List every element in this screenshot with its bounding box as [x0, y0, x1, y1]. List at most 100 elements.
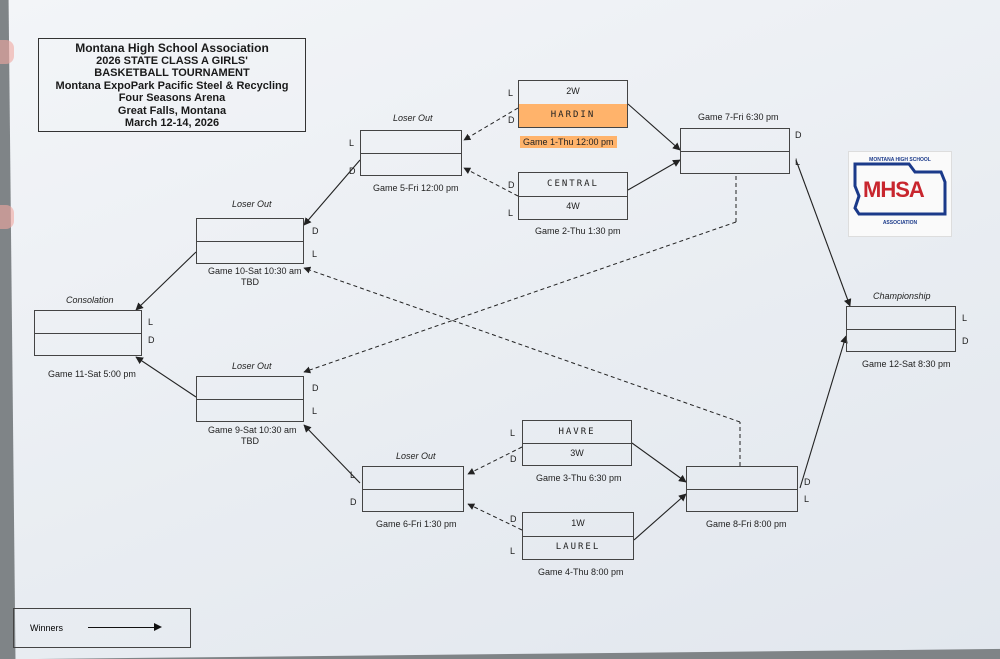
game1-slot-top: 2W — [519, 81, 627, 105]
legend-label: Winners — [30, 623, 64, 633]
game7-box — [680, 128, 790, 174]
game9-slot-bottom — [197, 399, 303, 421]
game10-slot-top — [197, 219, 303, 242]
game4-side-top: D — [510, 514, 517, 524]
game5-slot-top — [361, 131, 461, 154]
winners-legend: Winners — [13, 608, 191, 648]
game3-side-bottom: D — [510, 454, 517, 464]
game10-caption: Game 10-Sat 10:30 am — [208, 266, 302, 276]
winner-arrow-g6 — [303, 424, 361, 484]
game6-side-bottom: D — [350, 497, 357, 507]
binder-tab — [0, 205, 14, 229]
game7-slot-top — [681, 129, 789, 152]
game10-side-bottom: L — [312, 249, 318, 259]
game3-slot-top: HAVRE — [523, 421, 631, 444]
game11-box — [34, 310, 142, 356]
game11-side-bottom: D — [148, 335, 155, 345]
winner-arrow-g8 — [799, 335, 848, 489]
game7-side-top: D — [795, 130, 802, 140]
game6-caption: Game 6-Fri 1:30 pm — [376, 519, 457, 529]
game12-side-bottom: D — [962, 336, 969, 346]
loser-arrow-g1 — [463, 107, 519, 141]
game2-side-bottom: L — [508, 208, 514, 218]
game9-caption: Game 9-Sat 10:30 am — [208, 425, 297, 435]
game1-box: 2W HARDIN — [518, 80, 628, 128]
game4-slot-top: 1W — [523, 513, 633, 537]
game2-caption: Game 2-Thu 1:30 pm — [535, 226, 621, 236]
game5-side-top: L — [349, 138, 355, 148]
game5-title: Loser Out — [393, 113, 433, 123]
game8-side-top: D — [804, 477, 811, 487]
winner-arrow-g4 — [633, 493, 687, 541]
game8-slot-top — [687, 467, 797, 490]
binder-tab — [0, 40, 14, 64]
tournament-title-block: Montana High School Association 2026 STA… — [38, 38, 306, 132]
game6-slot-top — [363, 467, 463, 490]
game6-box — [362, 466, 464, 512]
game8-slot-bottom — [687, 489, 797, 511]
loser-arrow-g4 — [467, 503, 523, 531]
game10-slot-bottom — [197, 241, 303, 263]
game8-side-bottom: L — [804, 494, 810, 504]
game3-box: HAVRE 3W — [522, 420, 632, 466]
game9-title: Loser Out — [232, 361, 272, 371]
game11-title: Consolation — [66, 295, 114, 305]
game1-slot-bottom: HARDIN — [519, 104, 627, 127]
game5-slot-bottom — [361, 153, 461, 175]
game6-slot-bottom — [363, 489, 463, 511]
game7-side-bottom: L — [795, 157, 801, 167]
game12-title: Championship — [873, 291, 931, 301]
game11-side-top: L — [148, 317, 154, 327]
loser-arrow-g7 — [303, 221, 737, 374]
game12-caption: Game 12-Sat 8:30 pm — [862, 359, 951, 369]
winner-arrow-g1 — [627, 103, 681, 151]
logo-bottom-text: ASSOCIATION — [882, 220, 918, 226]
game3-caption: Game 3-Thu 6:30 pm — [536, 473, 622, 483]
game1-caption: Game 1-Thu 12:00 pm — [520, 136, 617, 148]
title-line: March 12-14, 2026 — [124, 117, 220, 129]
title-line: Montana High School Association — [75, 41, 269, 55]
game11-caption: Game 11-Sat 5:00 pm — [48, 369, 136, 379]
title-line: BASKETBALL TOURNAMENT — [94, 67, 250, 79]
game9-side-bottom: L — [312, 406, 318, 416]
game10-title: Loser Out — [232, 199, 272, 209]
game10-box — [196, 218, 304, 264]
game11-slot-bottom — [35, 333, 141, 355]
game8-box — [686, 466, 798, 512]
game10-side-top: D — [312, 226, 319, 236]
game1-side-bottom: D — [508, 115, 515, 125]
title-line: 2026 STATE CLASS A GIRLS' — [96, 54, 248, 67]
bracket-connectors — [135, 103, 852, 541]
title-line: Four Seasons Arena — [118, 92, 226, 104]
game9-sub: TBD — [241, 436, 259, 446]
game9-slot-top — [197, 377, 303, 400]
arrow-right-icon — [154, 623, 162, 631]
loser-arrow-g2 — [463, 167, 519, 197]
game9-box — [196, 376, 304, 422]
game2-slot-top: CENTRAL — [519, 173, 627, 197]
game4-slot-bottom: LAUREL — [555, 542, 601, 552]
winner-arrow-g9 — [135, 356, 197, 398]
game7-caption: Game 7-Fri 6:30 pm — [698, 112, 779, 122]
game2-slot-bottom: 4W — [566, 201, 580, 211]
game8-caption: Game 8-Fri 8:00 pm — [706, 519, 787, 529]
game3-side-top: L — [510, 428, 516, 438]
game12-box — [846, 306, 956, 352]
loser-arrow-g8 — [303, 266, 741, 423]
winner-arrow-g2 — [627, 159, 681, 191]
winner-arrow-g5 — [303, 159, 361, 226]
game1-side-top: L — [508, 88, 514, 98]
game2-box: CENTRAL 4W — [518, 172, 628, 220]
winner-arrow-g3 — [631, 442, 687, 483]
loser-arrow-g3 — [467, 446, 523, 475]
game4-caption: Game 4-Thu 8:00 pm — [538, 567, 624, 577]
game5-side-bottom: D — [349, 166, 356, 176]
game9-side-top: D — [312, 383, 319, 393]
game5-box — [360, 130, 462, 176]
title-line: Montana ExpoPark Pacific Steel & Recycli… — [55, 79, 289, 92]
game4-side-bottom: L — [510, 546, 516, 556]
mhsa-logo: MONTANA HIGH SCHOOL MHSA ASSOCIATION — [848, 151, 952, 237]
logo-main-text: MHSA — [863, 177, 925, 202]
game12-slot-top — [847, 307, 955, 330]
game7-slot-bottom — [681, 151, 789, 173]
